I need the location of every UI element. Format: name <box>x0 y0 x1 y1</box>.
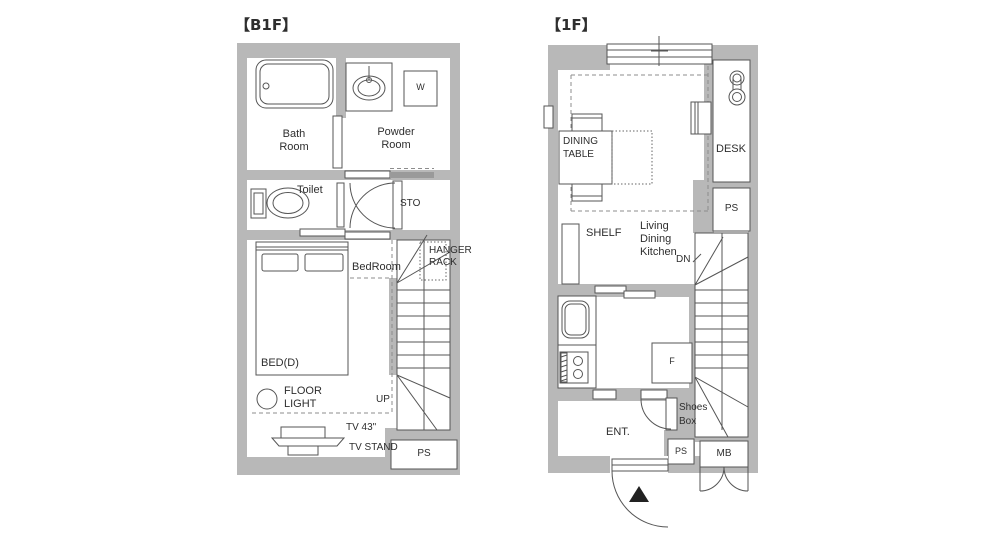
bath-door <box>332 115 343 169</box>
wall-segment <box>237 43 460 58</box>
pipe-space-box-lower <box>667 438 695 465</box>
sliding-door <box>299 228 346 237</box>
chair-icon <box>571 113 603 133</box>
down-label: DN <box>676 254 691 265</box>
storage-label: STO <box>400 198 421 209</box>
wall-segment <box>548 45 558 473</box>
bedroom-dashed-boundary <box>252 240 393 414</box>
dining-table-label: DINING <box>563 136 598 147</box>
tv-stand-label: TV STAND <box>349 442 398 453</box>
fridge-label: F <box>669 356 675 366</box>
shelf-label: SHELF <box>586 227 622 239</box>
table-extension-dotted <box>611 130 653 185</box>
staircase-down <box>692 232 749 438</box>
floor-light-label: FLOOR <box>284 385 322 397</box>
sliding-door <box>623 290 656 299</box>
sliding-door <box>592 389 617 400</box>
ldk-label: Living <box>640 220 669 232</box>
pipe-space-box-b1f <box>390 439 458 470</box>
pipe-space-label-b1f: PS <box>417 448 431 459</box>
entrance-label: ENT. <box>606 426 630 438</box>
entrance-door-arc <box>611 470 669 528</box>
hanger-rack-label: HANGER <box>429 245 472 256</box>
wall-segment <box>748 45 758 473</box>
toilet-door-arc <box>349 182 396 229</box>
wall-segment <box>237 43 247 475</box>
sliding-door <box>594 285 627 294</box>
tv-label: TV 43" <box>346 422 377 433</box>
b1f-title: 【B1F】 <box>235 16 298 34</box>
desk-label: DESK <box>716 143 746 155</box>
floor-light-label: LIGHT <box>284 398 317 410</box>
bathtub-icon <box>255 59 334 109</box>
f1-title: 【1F】 <box>546 16 597 34</box>
toilet-label: Toilet <box>297 184 323 196</box>
fridge-box <box>651 342 693 384</box>
bed-label: BED(D) <box>261 357 299 369</box>
chair-icon <box>571 182 603 202</box>
wall-segment <box>693 189 714 233</box>
dining-table-icon <box>558 113 653 202</box>
staircase-up <box>396 234 451 431</box>
bedroom-label: BedRoom <box>352 261 401 273</box>
washer-label: W <box>416 82 425 92</box>
sliding-door <box>344 231 391 240</box>
entrance-door <box>610 456 669 528</box>
up-label: UP <box>376 394 390 405</box>
bath-room-label: Room <box>279 141 309 153</box>
f1-plan <box>543 36 758 528</box>
b1f-doors <box>299 115 434 240</box>
shoes-box-label: Shoes <box>679 402 708 413</box>
dining-table-label: TABLE <box>563 149 594 160</box>
toilet-door-leaf <box>336 182 345 228</box>
ldk-dashed-boundary <box>570 66 709 212</box>
pipe-space-label-lower: PS <box>674 446 687 456</box>
bed-icon <box>255 241 349 376</box>
floor-light-icon <box>256 388 278 410</box>
wall-segment <box>677 398 690 443</box>
bath-room-label: Bath <box>282 128 306 140</box>
wall-segment <box>695 437 758 442</box>
shoes-box-label: Box <box>679 416 697 427</box>
shoes-box-door <box>640 397 678 431</box>
pipe-space-box-upper <box>712 187 751 232</box>
ldk-label: Kitchen <box>640 246 677 258</box>
desk-lamp-icon <box>728 70 746 106</box>
toilet-door-arc <box>349 182 396 229</box>
wall-segment <box>548 45 610 70</box>
hanger-rack-icon <box>419 241 447 281</box>
pipe-space-label-upper: PS <box>724 203 739 214</box>
desk-chair-icon <box>690 101 712 135</box>
shelf-icon <box>561 223 580 285</box>
toilet-icon <box>250 187 310 219</box>
stove-icon <box>559 351 589 384</box>
mail-box-label: MB <box>716 448 732 459</box>
tv-stand-icon <box>270 426 346 456</box>
wall-notch <box>543 105 554 129</box>
powder-room-label: Powder <box>377 126 415 138</box>
sink-icon <box>345 62 393 112</box>
entrance-triangle-marker <box>629 486 649 502</box>
b1f-plan <box>237 43 460 475</box>
kitchen-sink-icon <box>561 300 590 339</box>
wall-segment <box>450 43 460 475</box>
wall-dark-bar <box>390 172 434 178</box>
sliding-door <box>344 170 391 179</box>
sliding-door <box>640 389 668 400</box>
wall-segment <box>336 58 346 118</box>
door-jamb <box>392 180 403 230</box>
window-icon <box>606 36 713 66</box>
f1-sliding-doors <box>592 285 668 400</box>
powder-room-label: Room <box>381 139 411 151</box>
ldk-label: Dining <box>640 233 672 245</box>
dn-tick <box>692 253 702 263</box>
washing-machine-box <box>403 70 438 107</box>
mail-box-doors <box>699 466 749 492</box>
wall-segment <box>693 180 758 189</box>
hanger-rack-label: RACK <box>429 257 457 268</box>
wall-segment <box>389 278 397 375</box>
